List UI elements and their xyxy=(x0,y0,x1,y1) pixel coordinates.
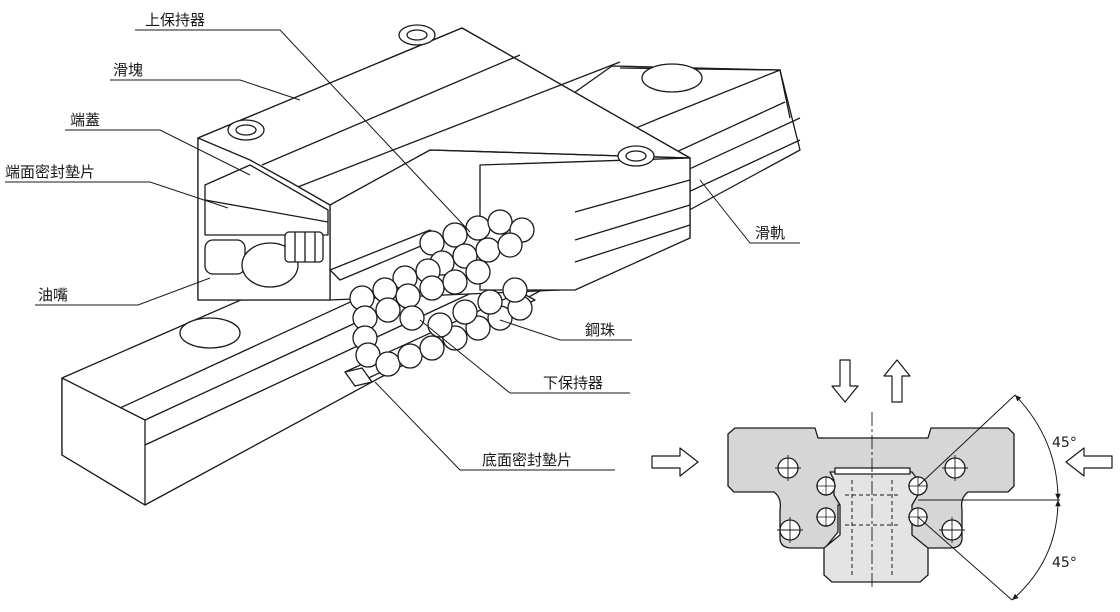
label-end-cap: 端蓋 xyxy=(70,111,100,129)
label-lower-retainer: 下保持器 xyxy=(543,374,603,392)
angle-upper-label: 45° xyxy=(1052,435,1077,451)
block xyxy=(197,24,691,301)
angle-lower-label: 45° xyxy=(1052,555,1077,571)
cross-section xyxy=(727,394,1061,601)
bottom-seal xyxy=(344,367,373,387)
rail-bolt-hole-icon xyxy=(179,317,241,349)
arrow-left-icon xyxy=(1065,447,1113,477)
label-grease-nipple: 油嘴 xyxy=(38,286,68,304)
arrow-up-icon xyxy=(883,359,911,403)
label-upper-retainer: 上保持器 xyxy=(145,11,205,29)
rail-bolt-hole-icon xyxy=(641,63,703,93)
grease-nipple xyxy=(204,231,324,288)
steel-balls xyxy=(349,209,535,377)
label-block: 滑塊 xyxy=(113,61,143,79)
part-labels: 上保持器 滑塊 端蓋 端面密封墊片 油嘴 滑軌 鋼珠 下保持器 底面密封墊片 xyxy=(5,11,785,469)
assembly-illustration xyxy=(61,24,801,506)
arrow-down-icon xyxy=(831,359,859,403)
label-steel-ball: 鋼珠 xyxy=(585,321,615,339)
leader-lines xyxy=(5,29,800,471)
label-end-seal: 端面密封墊片 xyxy=(5,163,95,181)
label-bottom-seal: 底面密封墊片 xyxy=(482,451,572,469)
label-rail: 滑軌 xyxy=(755,224,785,242)
load-arrows xyxy=(651,359,1113,477)
arrow-right-icon xyxy=(651,447,699,477)
